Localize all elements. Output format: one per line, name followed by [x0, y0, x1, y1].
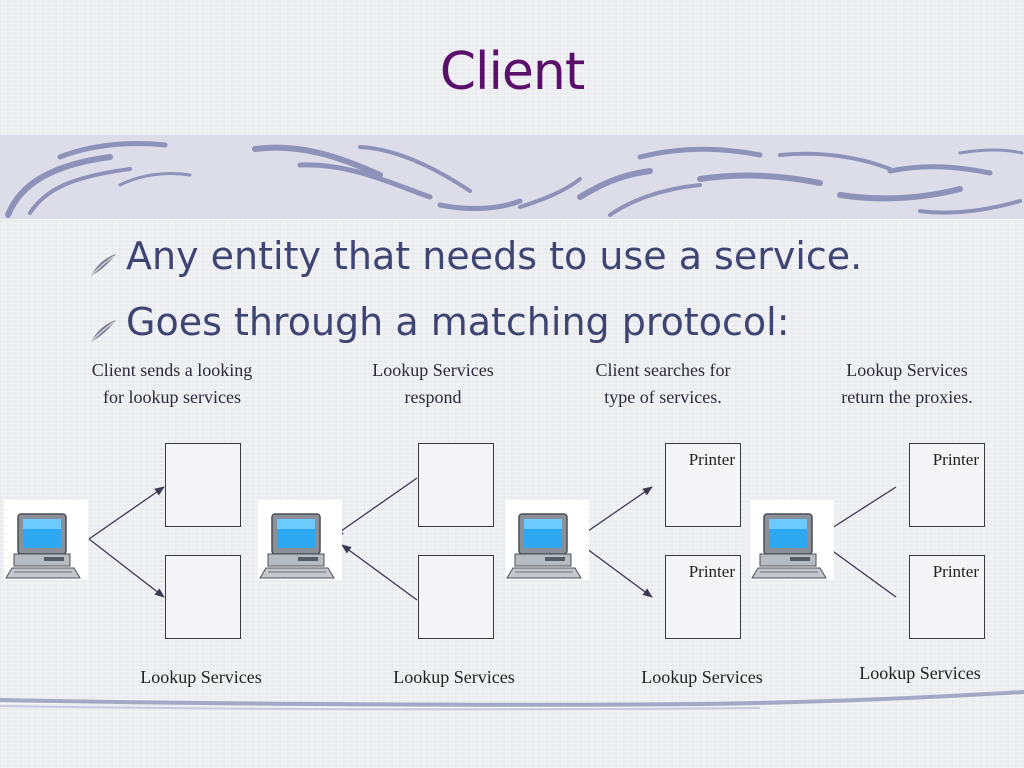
- arrow: [88, 486, 165, 540]
- step-caption: Client searches for type of services.: [548, 357, 778, 411]
- caption-line: type of services.: [604, 387, 722, 407]
- desktop-computer-icon: [4, 500, 88, 580]
- caption-line: return the proxies.: [841, 387, 973, 407]
- bullet-item: Any entity that needs to use a service.: [88, 234, 862, 278]
- step-caption: Client sends a looking for lookup servic…: [57, 357, 287, 411]
- caption-line: Client sends a looking: [91, 360, 253, 380]
- printer-service-box: Printer: [665, 443, 741, 527]
- caption-line: respond: [404, 387, 462, 407]
- bullet-text: Goes through a matching protocol:: [126, 300, 790, 344]
- arrow: [88, 538, 165, 598]
- feather-bullet-icon: [88, 309, 118, 343]
- desktop-computer-icon: [505, 500, 589, 580]
- caption-line: Lookup Services: [372, 360, 494, 380]
- lookup-service-box: [165, 443, 241, 527]
- lookup-service-box: [418, 443, 494, 527]
- lookup-service-box: [165, 555, 241, 639]
- desktop-computer-icon: [258, 500, 342, 580]
- step-caption: Lookup Services respond: [318, 357, 548, 411]
- lookup-services-label: Lookup Services: [641, 667, 763, 687]
- lookup-services-label: Lookup Services: [140, 667, 262, 687]
- lookup-services-label: Lookup Services: [859, 663, 981, 683]
- arrow: [333, 477, 418, 537]
- lookup-services-label: Lookup Services: [393, 667, 515, 687]
- arrow: [341, 544, 418, 601]
- arrow: [822, 543, 897, 598]
- slide-title: Client: [439, 42, 586, 102]
- desktop-computer-icon: [750, 500, 834, 580]
- bullet-item: Goes through a matching protocol:: [88, 300, 790, 344]
- caption-line: Client searches for: [595, 360, 731, 380]
- caption-line: for lookup services: [103, 387, 241, 407]
- swoosh-graphic: [5, 141, 1024, 218]
- printer-service-box: Printer: [909, 555, 985, 639]
- printer-service-box: Printer: [909, 443, 985, 527]
- feather-bullet-icon: [88, 243, 118, 277]
- decorative-bottom-swoosh: [0, 690, 1024, 711]
- bullet-text: Any entity that needs to use a service.: [126, 234, 863, 278]
- printer-service-box: Printer: [665, 555, 741, 639]
- lookup-service-box: [418, 555, 494, 639]
- step-caption: Lookup Services return the proxies.: [792, 357, 1022, 411]
- caption-line: Lookup Services: [846, 360, 968, 380]
- decorative-swoosh-band: [0, 135, 1024, 219]
